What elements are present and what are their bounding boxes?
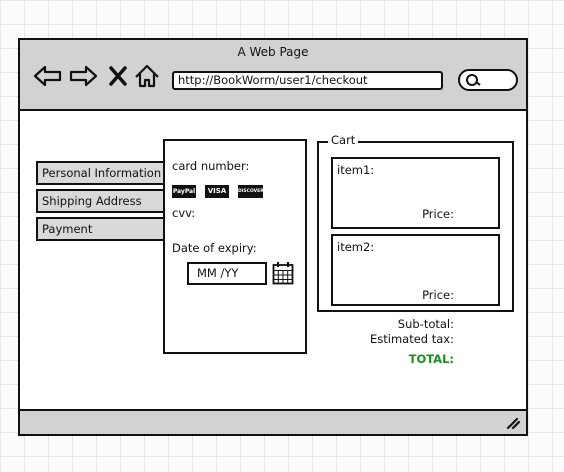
cart-item-name: item1: [337,163,375,177]
cart-item-price-label: Price: [422,207,454,221]
cart-title: Cart [328,133,359,147]
arrow-right-icon[interactable] [68,64,98,88]
expiry-label: Date of expiry: [172,241,257,255]
subtotal-label: Sub-total: [397,317,454,331]
paypal-logo[interactable]: PayPal [172,185,196,198]
resize-grip-icon[interactable] [506,417,520,429]
status-bar [20,409,526,434]
cart-item-price-label: Price: [422,288,454,302]
cart-item-2: item2: Price: [331,234,500,306]
cart-fieldset: Cart item1: Price: item2: Price: [317,133,514,312]
discover-logo[interactable]: DISCOVER [238,185,264,198]
cvv-label: cvv: [172,206,196,220]
sidebar-item-label: Personal Information [42,166,162,180]
arrow-left-icon[interactable] [33,64,63,88]
expiry-date-field[interactable]: MM /YY [187,262,267,285]
card-number-label: card number: [172,159,250,173]
page-title: A Web Page [237,45,309,59]
browser-toolbar: A Web Page http://BookWorm/user1/checkou… [20,40,526,111]
visa-logo[interactable]: VISA [205,185,229,198]
sidebar-item-personal-information[interactable]: Personal Information [36,161,186,185]
cart-item-1: item1: Price: [331,157,500,229]
url-input[interactable]: http://BookWorm/user1/checkout [172,71,443,90]
search-input[interactable] [458,69,518,91]
sidebar-item-shipping-address[interactable]: Shipping Address [36,189,186,213]
cart-item-name: item2: [337,240,375,254]
search-icon [466,74,481,86]
sidebar-item-label: Shipping Address [42,194,142,208]
home-icon[interactable] [134,64,160,88]
total-label: TOTAL: [408,352,454,366]
browser-window: A Web Page http://BookWorm/user1/checkou… [18,38,528,436]
sidebar-item-label: Payment [42,222,93,236]
payment-panel: card number: PayPal VISA DISCOVER cvv: D… [163,139,307,354]
close-icon[interactable] [108,64,128,88]
calendar-icon[interactable] [272,261,294,285]
estimated-tax-label: Estimated tax: [370,332,454,346]
sidebar-item-payment[interactable]: Payment [36,217,186,241]
